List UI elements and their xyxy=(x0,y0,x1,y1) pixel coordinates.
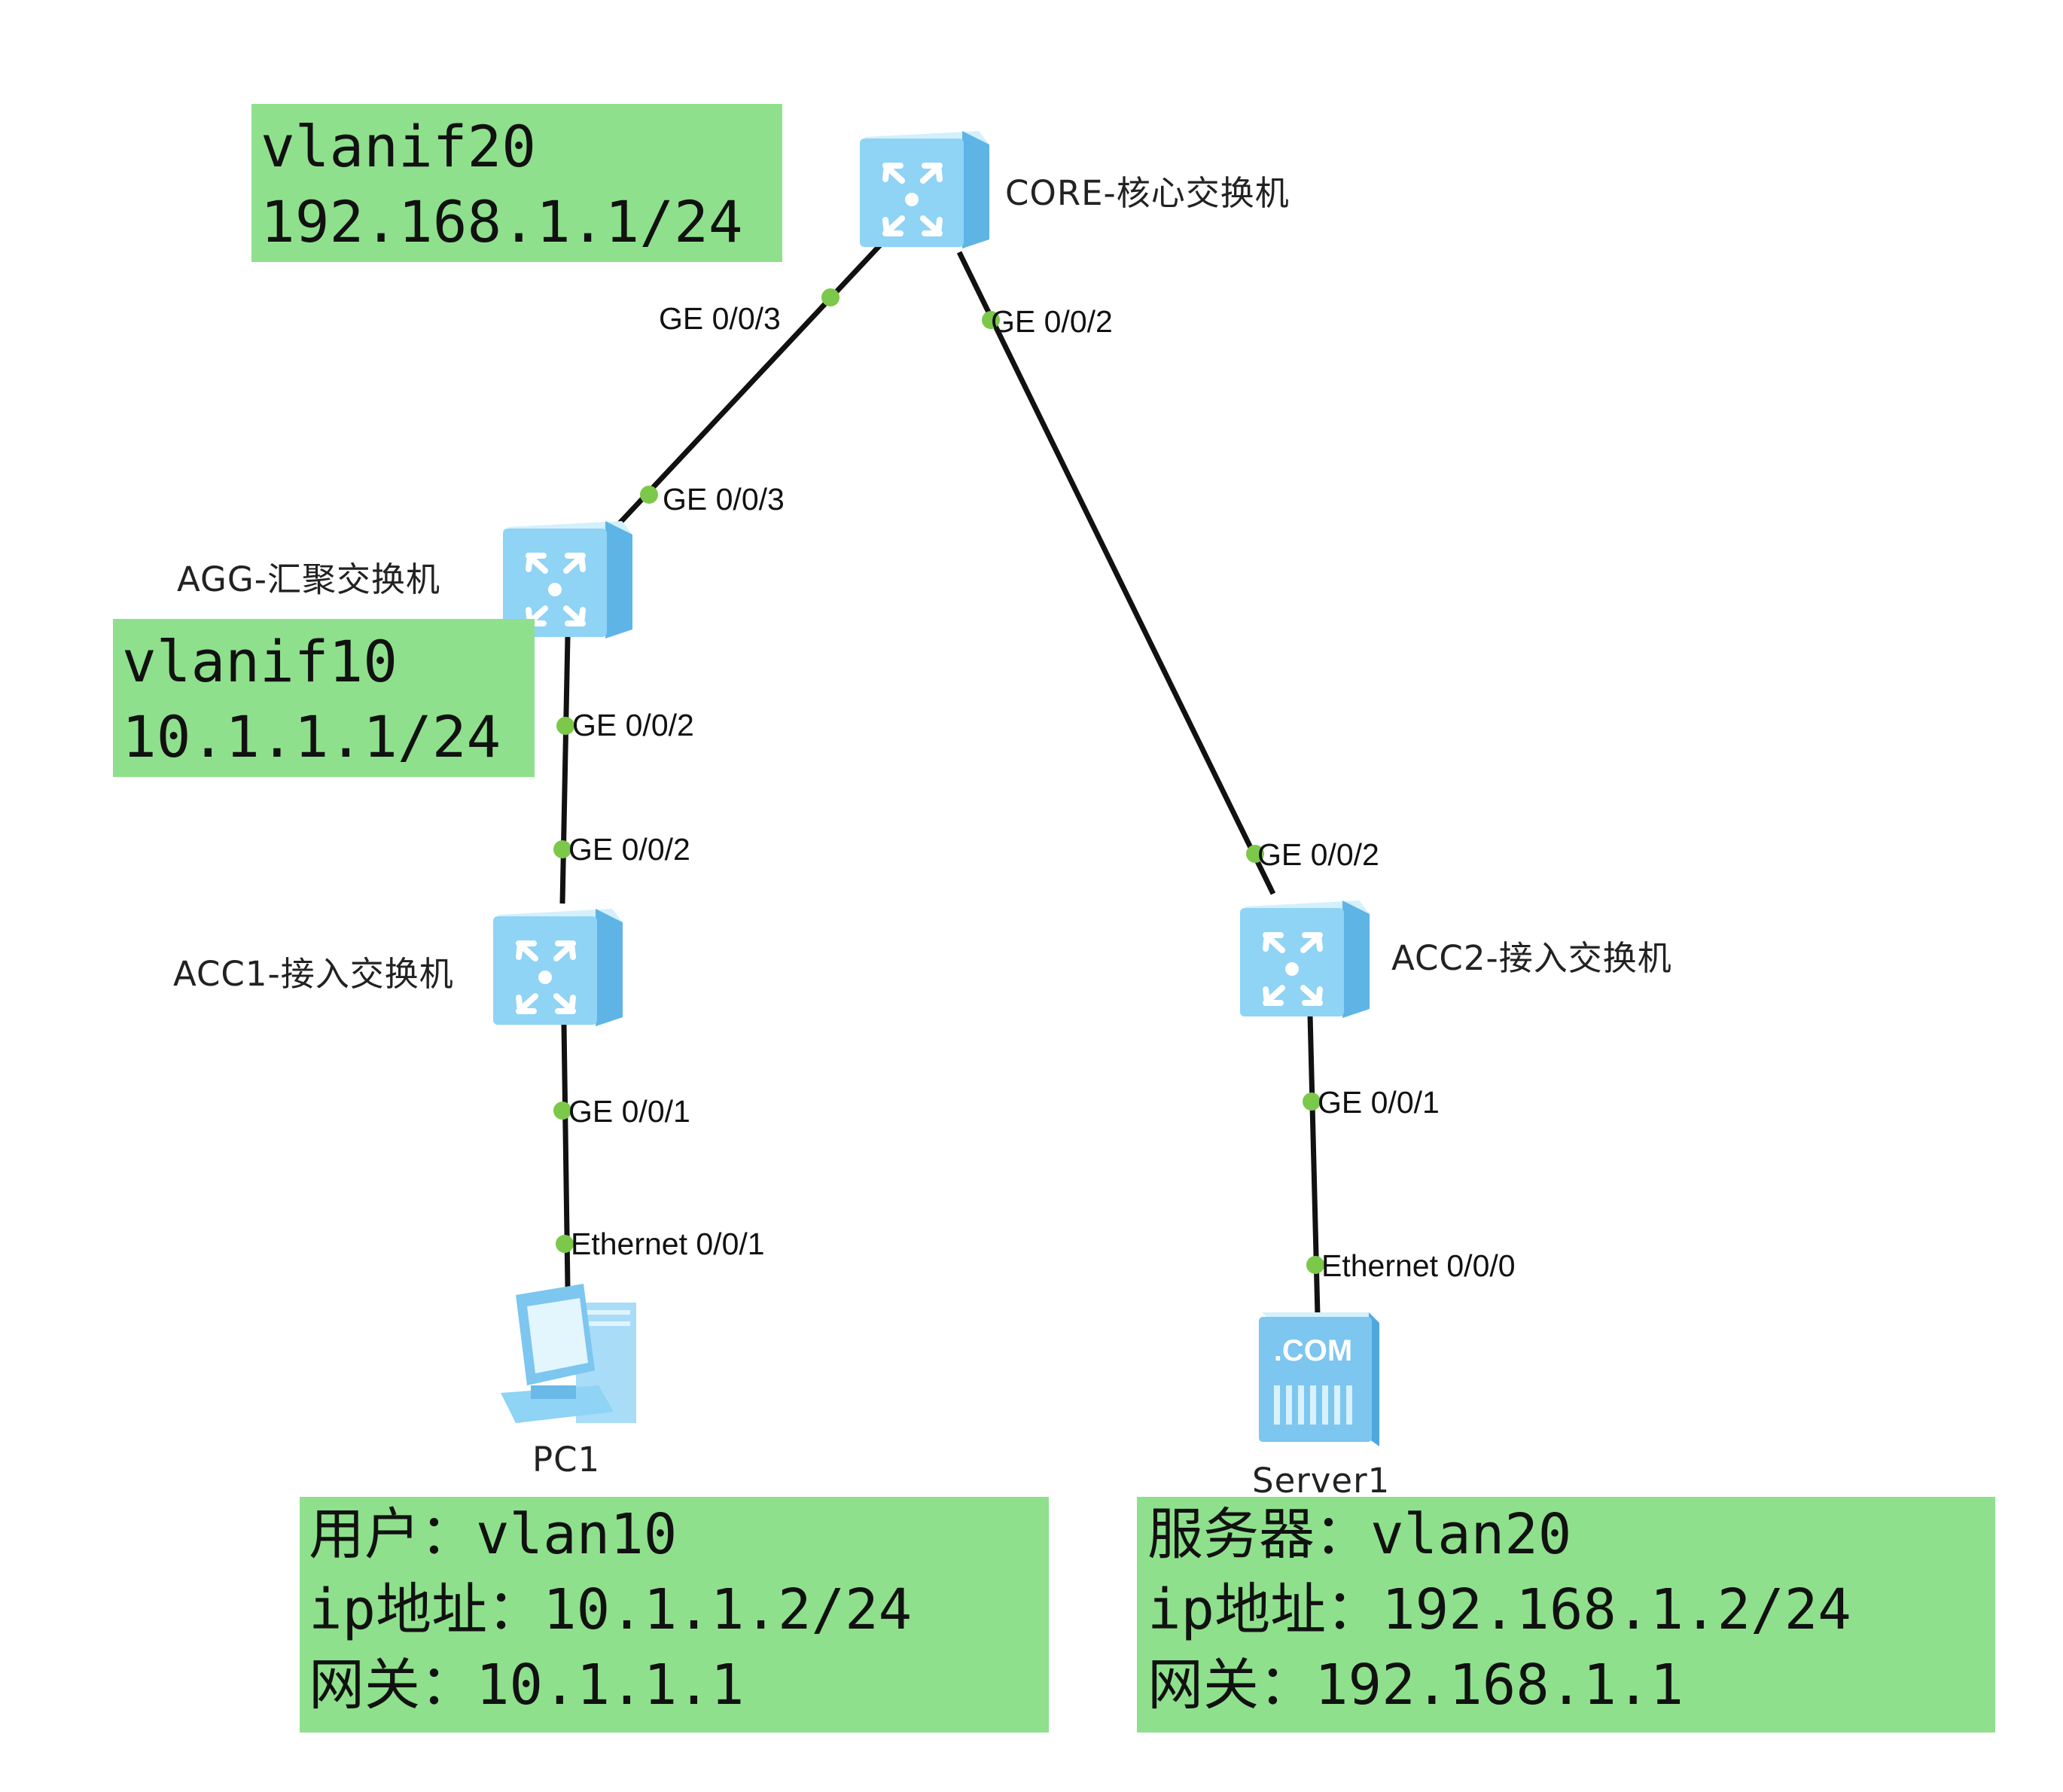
port-label-pc1: Ethernet 0/0/1 xyxy=(571,1227,765,1261)
server-gateway: 网关：192.168.1.1 xyxy=(1147,1653,1684,1717)
link-core-acc2[interactable] xyxy=(956,251,1276,895)
pc-ip: ip地址：10.1.1.2/24 xyxy=(309,1577,913,1642)
port-dot-core-acc2[interactable] xyxy=(982,311,1000,329)
port-label-core-agg: GE 0/0/3 xyxy=(659,301,781,336)
port-dot-pc1[interactable] xyxy=(556,1235,574,1253)
port-dot-acc2-core[interactable] xyxy=(1246,845,1264,863)
port-label-agg-acc1: GE 0/0/2 xyxy=(572,708,694,742)
switch-icon xyxy=(503,521,632,638)
server-vlan: 服务器：vlan20 xyxy=(1147,1502,1572,1567)
switch-icon xyxy=(1240,901,1370,1018)
agg-vlanif-note: vlanif10 10.1.1.1/24 xyxy=(113,619,535,777)
port-dot-agg-acc1[interactable] xyxy=(556,717,574,735)
pc-vlan: 用户：vlan10 xyxy=(309,1502,678,1567)
acc1-switch[interactable] xyxy=(490,898,626,1032)
server1-device[interactable]: .COM xyxy=(1256,1306,1384,1449)
port-label-agg-core: GE 0/0/3 xyxy=(663,482,785,517)
agg-switch[interactable] xyxy=(500,510,635,645)
acc2-switch[interactable] xyxy=(1237,890,1373,1024)
core-vlanif-note: vlanif20 192.168.1.1/24 xyxy=(251,104,782,262)
port-label-acc1-pc1: GE 0/0/1 xyxy=(568,1094,690,1129)
port-dot-acc1-agg[interactable] xyxy=(553,840,571,858)
agg-vlanif-ip: 10.1.1.1/24 xyxy=(122,703,501,770)
core-vlanif-name: vlanif20 xyxy=(261,113,537,180)
core-switch[interactable] xyxy=(857,120,992,254)
pc1-device[interactable] xyxy=(486,1280,648,1438)
port-dot-core-agg[interactable] xyxy=(821,288,840,306)
server-icon: .COM xyxy=(1259,1312,1379,1446)
server-ip: ip地址：192.168.1.2/24 xyxy=(1147,1577,1851,1642)
port-label-acc2-server1: GE 0/0/1 xyxy=(1318,1085,1440,1120)
switch-icon xyxy=(493,909,623,1026)
port-dot-agg-core[interactable] xyxy=(640,486,658,504)
port-label-server1: Ethernet 0/0/0 xyxy=(1321,1248,1516,1283)
acc2-label: ACC2-接入交换机 xyxy=(1391,938,1672,978)
server1-label: Server1 xyxy=(1252,1461,1391,1501)
port-label-acc2-core: GE 0/0/2 xyxy=(1257,837,1379,872)
agg-label: AGG-汇聚交换机 xyxy=(177,559,440,599)
port-label-core-acc2: GE 0/0/2 xyxy=(991,304,1113,339)
pc-gateway: 网关：10.1.1.1 xyxy=(309,1653,745,1717)
server-badge: .COM xyxy=(1274,1334,1352,1367)
port-dot-acc1-pc1[interactable] xyxy=(553,1102,571,1120)
server-info-note: 服务器：vlan20 ip地址：192.168.1.2/24 网关：192.16… xyxy=(1137,1497,1995,1733)
port-label-acc1-agg: GE 0/0/2 xyxy=(568,832,690,867)
acc1-label: ACC1-接入交换机 xyxy=(173,954,454,994)
pc-info-note: 用户：vlan10 ip地址：10.1.1.2/24 网关：10.1.1.1 xyxy=(300,1497,1049,1733)
switch-icon xyxy=(860,131,989,248)
port-dot-acc2-server1[interactable] xyxy=(1303,1093,1321,1111)
link-core-agg[interactable] xyxy=(614,237,888,529)
pc1-label: PC1 xyxy=(532,1440,601,1480)
agg-vlanif-name: vlanif10 xyxy=(122,628,398,695)
link-agg-acc1[interactable] xyxy=(559,635,571,904)
core-vlanif-ip: 192.168.1.1/24 xyxy=(261,188,743,255)
port-dot-server1[interactable] xyxy=(1306,1256,1324,1274)
pc-icon xyxy=(501,1284,636,1423)
core-label: CORE-核心交换机 xyxy=(1005,173,1290,213)
